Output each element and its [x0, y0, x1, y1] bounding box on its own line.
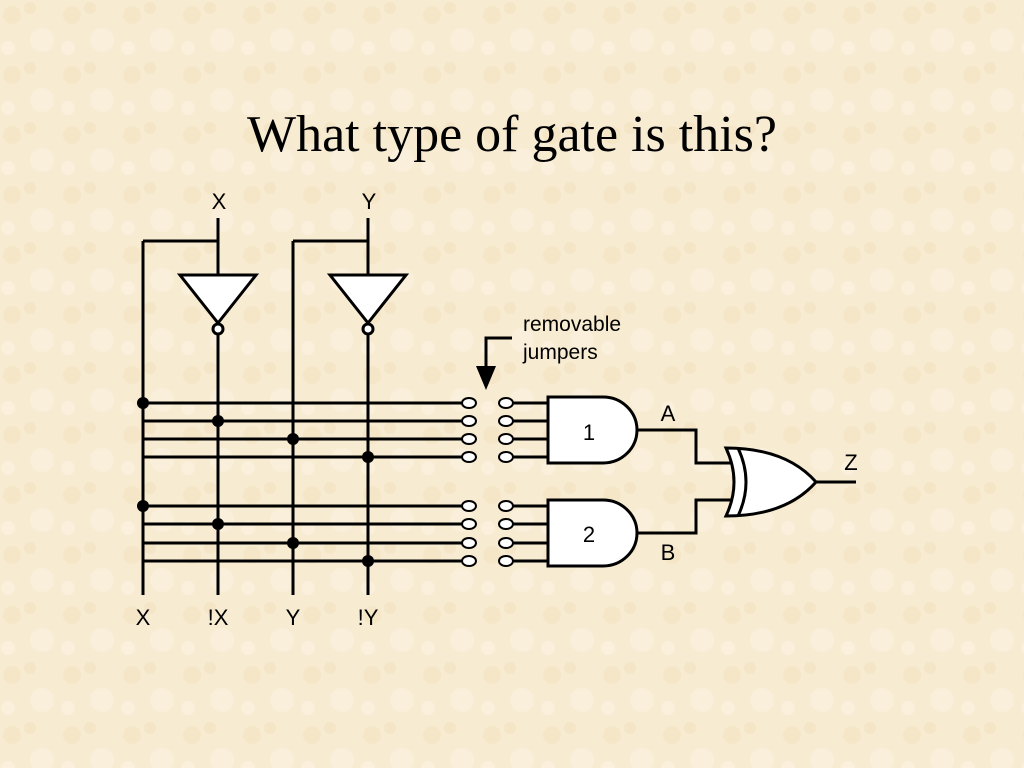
and-to-or-wiring — [637, 428, 735, 535]
node-a-label: A — [661, 401, 676, 426]
jumpers-arrow — [476, 336, 512, 390]
y-input-wiring — [291, 218, 370, 595]
slide-title: What type of gate is this? — [247, 106, 777, 163]
jumpers-gate-1[interactable] — [461, 397, 548, 463]
rail-not-y-label: !Y — [358, 605, 379, 630]
or-gate — [723, 446, 819, 518]
junction-dots — [137, 397, 374, 567]
and-gate-1 — [546, 395, 639, 465]
rail-x-label: X — [136, 605, 151, 630]
input-x-label: X — [212, 189, 227, 214]
inverter-y — [326, 273, 410, 336]
and-gate-2-label: 2 — [583, 522, 595, 547]
x-input-wiring — [141, 218, 220, 595]
jumpers-label-line1: removable — [523, 313, 621, 336]
inverter-x — [176, 273, 260, 336]
rail-not-x-label: !X — [208, 605, 229, 630]
jumpers-gate-2[interactable] — [461, 500, 548, 567]
jumpers-label-line2: jumpers — [522, 341, 598, 364]
output-z-label: Z — [844, 450, 857, 475]
and-gate-1-label: 1 — [583, 420, 595, 445]
bus-lines-gate-2 — [143, 504, 462, 563]
node-b-label: B — [661, 540, 676, 565]
and-gate-2 — [546, 498, 639, 568]
input-y-label: Y — [362, 189, 377, 214]
bus-lines-gate-1 — [143, 401, 462, 459]
rail-y-label: Y — [286, 605, 301, 630]
